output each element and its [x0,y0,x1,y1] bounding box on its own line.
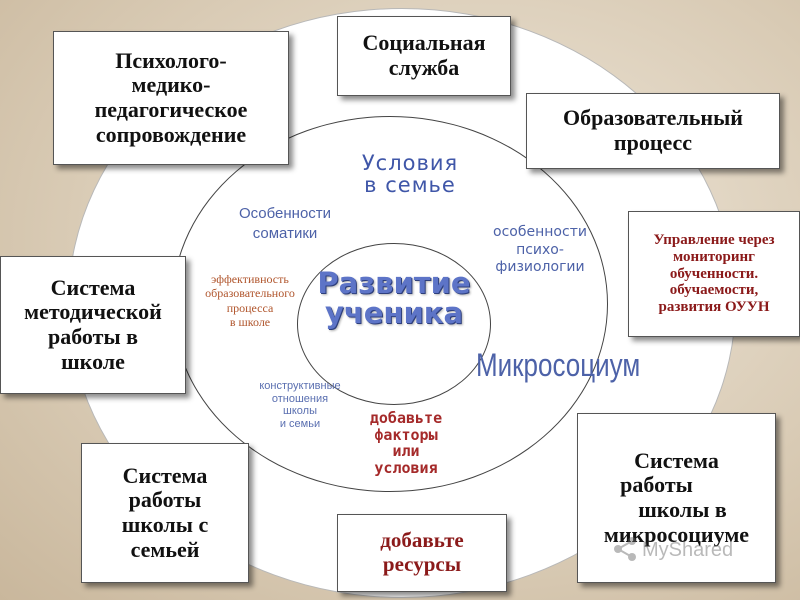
box-social-service: Социальная служба [337,16,511,96]
center-label-development: Развитие ученика [317,266,471,331]
microsoc-line-4: микросоциуме [603,521,750,547]
box-monitoring-management: Управление через мониторинг обученности.… [628,211,800,337]
label-psychophysiology: особенности психо- физиологии [493,224,587,275]
label-microsocium: Микросоциум [476,346,641,384]
box-psych-support: Психолого- медико- педагогическое сопров… [53,31,289,165]
inner-ring [297,243,491,405]
label-family-conditions: Условия в семье [361,151,459,198]
microsoc-line-3: школы в [638,497,727,522]
label-somatics: Особенности соматики [238,205,332,242]
box-methodical-work: Система методической работы в школе [0,256,186,394]
microsoc-line-1: Система [634,447,719,473]
box-educational-process: Образовательный процесс [526,93,780,169]
label-efficiency: эффективность образовательного процесса … [205,272,295,330]
box-microsocium-work: Система работы школы в микросоциуме [577,413,776,583]
label-add-factors: добавьте факторы или условия [369,409,443,477]
svg-text:MyShared: MyShared [642,539,733,561]
box-add-resources: добавьте ресурсы [337,514,507,592]
box-family-work: Система работы школы с семьей [81,443,249,583]
share-icon [614,537,636,561]
watermark-logo: MyShared [612,535,782,563]
microsoc-line-2: работы [620,472,693,498]
watermark-wordmark: MyShared [642,539,733,561]
label-constructive-relations: конструктивные отношения школы и семьи [259,380,341,430]
